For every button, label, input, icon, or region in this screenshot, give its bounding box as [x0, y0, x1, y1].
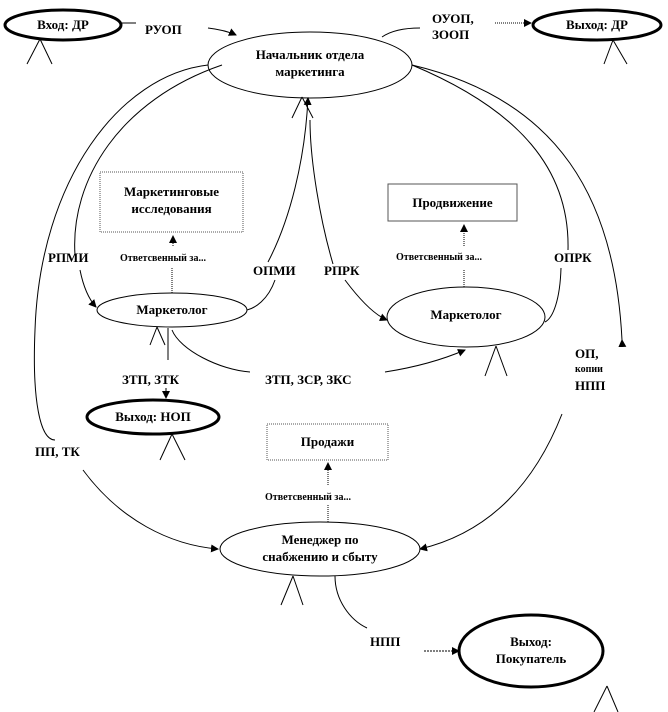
edge-head-to-pptk — [33, 64, 209, 441]
edge-label-ztp-ztk: ЗТП, ЗТК — [122, 372, 180, 387]
marketer-right-label: Маркетолог — [430, 307, 502, 322]
output-dr-label: Выход: ДР — [566, 17, 628, 32]
edge-label-npp: НПП — [370, 634, 401, 649]
edges — [33, 19, 627, 655]
manager-label-line-2: снабжению и сбыту — [262, 549, 378, 564]
manager-label-line-1: Менеджер по — [281, 532, 359, 547]
edge-label-opmi: ОПМИ — [253, 263, 296, 278]
edge-manager-npp — [334, 575, 368, 629]
edge-label-rpmi: РПМИ — [48, 250, 89, 265]
edge-opmi-up — [267, 97, 312, 263]
edge-label-ouop: ОУОП, ЗООП — [432, 11, 474, 43]
edge-label-op-line-1: ОП, — [575, 346, 599, 361]
output-buyer-line-1: Выход: — [510, 634, 552, 649]
edge-label-ouop-line-1: ОУОП, — [432, 11, 474, 26]
edge-ouop — [381, 27, 421, 38]
promotion-box-label: Продвижение — [412, 195, 493, 210]
manager-label: Менеджер по снабжению и сбыту — [220, 531, 420, 565]
edge-label-op-line-3: НПП — [575, 378, 606, 393]
output-buyer-line-2: Покупатель — [495, 651, 567, 666]
edge-oprk-up — [411, 64, 569, 251]
output-buyer-label: Выход: Покупатель — [459, 633, 603, 667]
promotion-box — [387, 183, 518, 222]
sales-box-label: Продажи — [300, 434, 355, 449]
input-dr-label: Вход: ДР — [37, 17, 89, 32]
edge-op-down — [419, 413, 563, 552]
head-label-line-1: Начальник отдела — [255, 47, 365, 62]
edge-label-rprk: РПРК — [324, 263, 360, 278]
edge-oprk-down — [544, 267, 562, 323]
edge-opmi-down — [246, 279, 276, 311]
marketer-left-label: Маркетолог — [136, 302, 208, 317]
research-box — [99, 171, 244, 233]
edge-pptk — [82, 469, 219, 553]
edge-rpmi — [74, 64, 223, 256]
output-nop-node — [85, 398, 221, 436]
research-label-line-2: исследования — [131, 201, 212, 216]
edge-rpmi-arrow — [79, 269, 97, 308]
output-nop-label: Выход: НОП — [115, 409, 191, 424]
head-label: Начальник отдела маркетинга — [208, 46, 412, 80]
actor-marks — [26, 38, 628, 712]
edge-ztp-zsr-arrow — [384, 349, 466, 373]
sales-box — [266, 423, 389, 461]
edge-rprk-down — [344, 279, 388, 321]
edge-label-ouop-line-2: ЗООП — [432, 27, 470, 42]
edge-label-ruop: РУОП — [145, 22, 182, 37]
edge-ztp-zsr — [171, 329, 251, 373]
edge-ruop — [207, 27, 237, 36]
edge-op-up — [411, 64, 627, 348]
edge-label-resp-3: Ответсвенный за... — [265, 492, 351, 503]
output-dr-node — [531, 8, 663, 42]
edge-label-op-copies: ОП, копии НПП — [575, 346, 605, 394]
edge-label-oprk: ОПРК — [554, 250, 592, 265]
edge-rprk-up — [309, 119, 334, 265]
research-box-label: Маркетинговые исследования — [100, 183, 243, 217]
edge-label-resp-1: Ответсвенный за... — [120, 253, 206, 264]
edge-label-resp-2: Ответсвенный за... — [396, 252, 482, 263]
edge-label-pp-tk: ПП, ТК — [35, 444, 80, 459]
input-dr-node — [3, 8, 123, 42]
edge-label-ztp-zsr-zks: ЗТП, ЗСР, ЗКС — [265, 372, 352, 387]
edge-label-op-line-2: копии — [575, 364, 603, 375]
head-label-line-2: маркетинга — [275, 64, 345, 79]
research-label-line-1: Маркетинговые — [124, 184, 219, 199]
